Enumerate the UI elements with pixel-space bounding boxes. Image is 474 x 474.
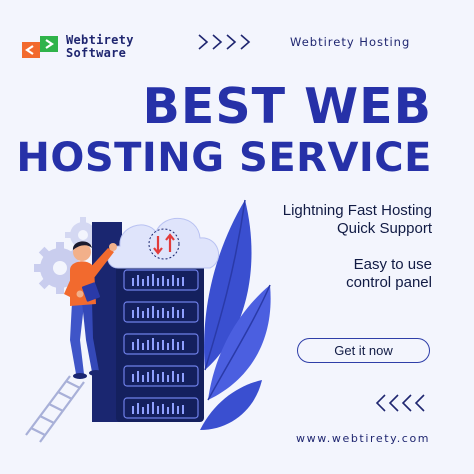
brand-name: Webtirety Software <box>66 34 134 60</box>
ladder <box>25 375 85 443</box>
server-illustration <box>25 199 271 443</box>
headline-line-1: BEST WEB <box>142 78 432 135</box>
chevrons-right-icon <box>198 34 251 50</box>
feature-text-2: Quick Support <box>336 220 432 237</box>
feature-text-4: control panel <box>346 274 432 291</box>
chevrons-left-icon <box>375 394 425 412</box>
get-it-now-button[interactable]: Get it now <box>297 338 430 363</box>
server-rack <box>116 256 204 422</box>
feature-text-3: Easy to use <box>353 256 432 273</box>
brand-line-1: Webtirety <box>66 33 134 47</box>
brand-line-2: Software <box>66 46 127 60</box>
server-activity-bars <box>132 274 184 414</box>
hosting-label: Webtirety Hosting <box>290 35 411 49</box>
headline-line-2: HOSTING SERVICE <box>16 135 432 181</box>
person-figure <box>64 241 117 379</box>
website-url: www.webtirety.com <box>296 432 431 445</box>
feature-text-1: Lightning Fast Hosting <box>282 202 432 219</box>
cloud-sync-icon <box>107 217 220 269</box>
leaf-decoration <box>200 199 271 430</box>
code-brackets-logo-icon <box>22 36 58 58</box>
server-units <box>123 269 199 419</box>
